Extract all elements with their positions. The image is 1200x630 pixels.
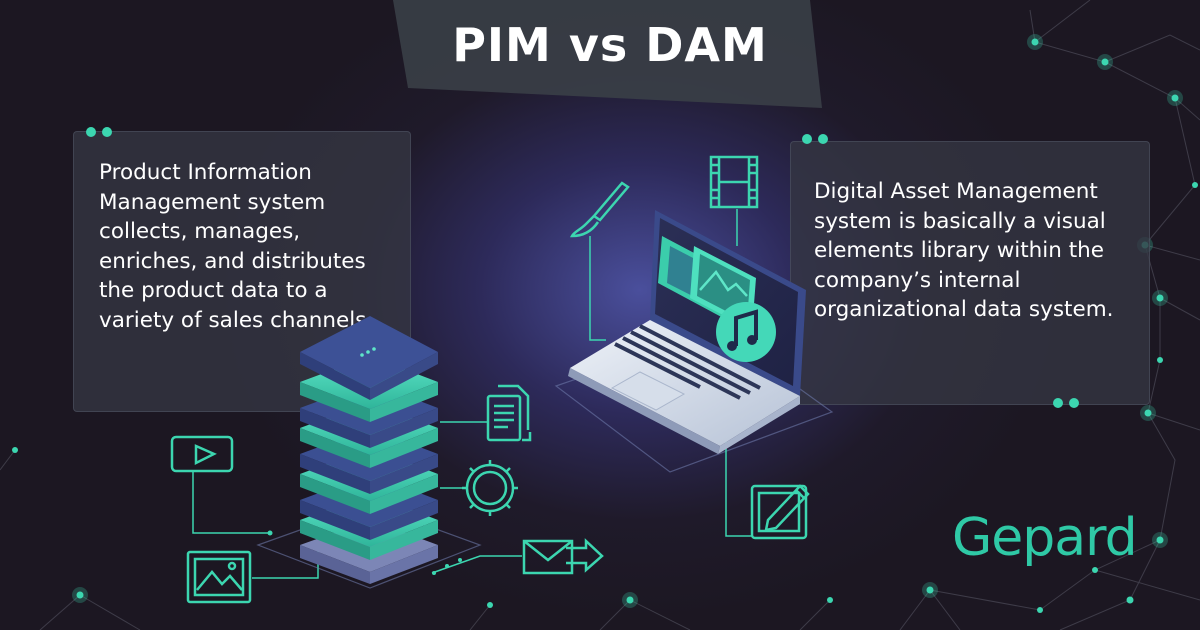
paintbrush-icon: [569, 181, 630, 238]
dam-description-panel: Digital Asset Management system is basic…: [790, 141, 1150, 405]
panel-dots-top-left: [86, 127, 112, 137]
gepard-logo[interactable]: Gepard: [952, 508, 1138, 568]
title-banner: [393, 0, 822, 108]
image-icon: [186, 550, 252, 604]
gear-icon: [462, 460, 518, 516]
panel-dots-top-right: [802, 134, 828, 144]
edit-pencil-icon: [750, 484, 810, 540]
page-title: PIM vs DAM: [452, 18, 768, 72]
envelope-send-icon: [522, 538, 604, 575]
pim-description: Product Information Management system co…: [99, 160, 374, 333]
documents-icon: [486, 384, 532, 442]
laptop-icon: [568, 210, 806, 454]
video-play-icon: [170, 435, 234, 473]
film-strip-icon: [709, 155, 759, 209]
panel-dots-bottom-right: [1053, 398, 1079, 408]
dam-description: Digital Asset Management system is basic…: [814, 179, 1114, 322]
